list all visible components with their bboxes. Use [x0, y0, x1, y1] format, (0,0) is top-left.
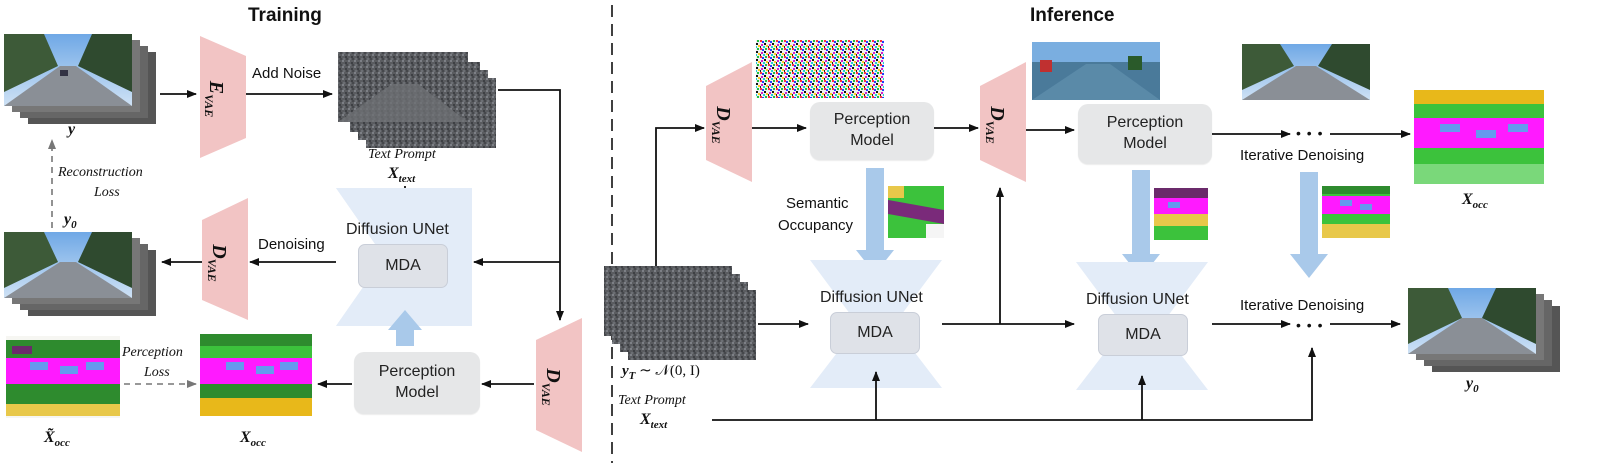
training-mda-block: MDA [358, 244, 448, 288]
final-clean-image-top [1242, 44, 1370, 100]
decoded-noise-image [756, 40, 884, 98]
inference-iterative-arrow [1290, 172, 1328, 278]
ellipsis-bottom: • • • [1296, 317, 1324, 333]
training-decoder2-trapezoid [536, 318, 582, 452]
reconstructed-image-stack [4, 232, 156, 316]
training-decoder2-label: DVAE [538, 368, 564, 406]
decoder-label: DVAE [204, 244, 230, 282]
reconstruction-loss-line2: Loss [94, 185, 120, 200]
latent-noise-stack [604, 266, 756, 360]
iterative-denoising-top: Iterative Denoising [1240, 147, 1365, 164]
inference-decoder-1 [706, 62, 752, 182]
inference-perception-model-1: Perception Model [810, 102, 934, 160]
inference-perception2-line1: Perception [1106, 114, 1184, 132]
training-x-text-label: Xtext [388, 165, 416, 186]
training-perception-line1: Perception [378, 363, 456, 381]
inference-mda-1: MDA [830, 312, 920, 354]
final-occupancy-map [1414, 90, 1544, 184]
noisy-image-stack [338, 52, 496, 148]
y-t-label: yT ∼ 𝒩(0, I) [622, 363, 700, 382]
inference-perception2-line2: Model [1123, 135, 1167, 152]
x-occ-tilde-label: X̃occ [44, 429, 70, 450]
inference-title: Inference [1030, 5, 1115, 26]
denoising-label: Denoising [258, 236, 325, 253]
inference-perception-arrow-1 [856, 168, 894, 274]
training-perception-line2: Model [395, 384, 439, 401]
inference-perception1-line2: Model [850, 132, 894, 149]
occupancy-pred-2 [1154, 188, 1208, 240]
training-perception-feed-arrow [388, 310, 422, 346]
y-label: y [68, 121, 76, 138]
gt-occupancy-map [6, 336, 120, 418]
inference-x-occ-label: Xocc [1462, 191, 1488, 212]
inference-y0-label: y0 [1466, 375, 1479, 396]
inference-decoder2-label: DVAE [982, 106, 1008, 144]
inference-unet2-label: Diffusion UNet [1086, 291, 1189, 308]
training-x-occ-label: Xocc [240, 429, 266, 450]
encoder-label: EVAE [202, 80, 228, 118]
decoder-trapezoid [202, 198, 248, 320]
training-perception-model: Perception Model [354, 352, 480, 414]
add-noise-label: Add Noise [252, 65, 322, 82]
perception-loss-line1: Perception [122, 345, 183, 360]
inference-decoder-2 [980, 62, 1026, 182]
occupancy-pred-1 [888, 186, 944, 238]
inference-perception-model-2: Perception Model [1078, 104, 1212, 164]
inference-perception1-line1: Perception [833, 111, 911, 129]
pred-occupancy-map [200, 334, 312, 416]
inference-unet1-label: Diffusion UNet [820, 289, 923, 306]
y0-label: y0 [64, 211, 77, 232]
training-text-prompt-label: Text Prompt [368, 147, 436, 162]
input-image-stack [4, 34, 156, 124]
semantic-label: Semantic [786, 195, 849, 212]
inference-decoder1-label: DVAE [708, 106, 734, 144]
ellipsis-top: • • • [1296, 125, 1324, 141]
occupancy-pred-3 [1322, 186, 1390, 238]
inference-text-prompt-label: Text Prompt [618, 393, 686, 408]
partially-denoised-image [1032, 42, 1160, 100]
inference-x-text-label: Xtext [640, 411, 668, 432]
inference-mda-2: MDA [1098, 314, 1188, 356]
iterative-denoising-bottom: Iterative Denoising [1240, 297, 1365, 314]
perception-loss-line2: Loss [144, 365, 170, 380]
encoder-trapezoid [200, 36, 246, 158]
training-unet-label: Diffusion UNet [346, 221, 449, 238]
final-image-stack [1408, 288, 1560, 372]
reconstruction-loss-line1: Reconstruction [58, 165, 143, 180]
inference-perception-arrow-2 [1122, 170, 1160, 278]
training-title: Training [248, 5, 322, 26]
occupancy-label: Occupancy [778, 217, 854, 234]
